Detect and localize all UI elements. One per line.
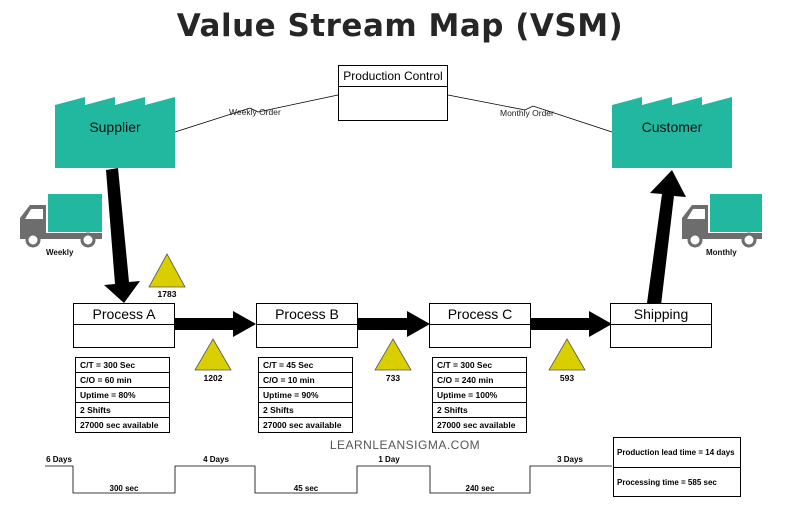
data-box-b: C/T = 45 Sec C/O = 10 min Uptime = 90% 2… [258, 357, 353, 433]
process-box-a: Process A [73, 303, 175, 348]
timeline-wait-time: 1 Day [378, 455, 400, 464]
production-control-box: Production Control [338, 65, 448, 121]
production-lead-time: Production lead time = 14 days [614, 438, 740, 468]
inventory-triangle-ab [194, 338, 232, 371]
inventory-triangle-bc [374, 338, 412, 371]
page-title: Value Stream Map (VSM) [176, 8, 624, 44]
timeline-process-time: 240 sec [465, 484, 495, 493]
shipping-label: Shipping [611, 304, 711, 325]
weekly-order-label: Weekly Order [229, 107, 281, 117]
data-row: 2 Shifts [259, 403, 352, 418]
watermark-text: LEARNLEANSIGMA.COM [329, 438, 481, 452]
data-row: Uptime = 100% [433, 388, 526, 403]
customer-truck-icon [682, 194, 762, 248]
data-row: 27000 sec available [80, 420, 159, 430]
processing-time: Processing time = 585 sec [617, 478, 717, 487]
data-row: C/T = 45 Sec [259, 358, 352, 373]
customer-label: Customer [641, 119, 703, 135]
data-row: C/O = 60 min [76, 373, 169, 388]
push-arrow-a-b [175, 311, 256, 337]
data-row: C/T = 300 Sec [433, 358, 526, 373]
process-box-b: Process B [256, 303, 358, 348]
data-row: 2 Shifts [76, 403, 169, 418]
shipping-box: Shipping [610, 303, 712, 348]
inventory-ab-label: 1202 [203, 373, 223, 383]
production-control-label: Production Control [339, 66, 447, 87]
process-name: Process C [430, 304, 530, 325]
timeline-process-time: 45 sec [293, 484, 319, 493]
weekly-order-line [174, 94, 339, 133]
data-row: C/O = 10 min [259, 373, 352, 388]
supplier-truck-icon [20, 194, 102, 248]
data-row: C/O = 240 min [433, 373, 526, 388]
supplier-label: Supplier [89, 119, 141, 135]
lead-time-summary-box: Production lead time = 14 days Processin… [613, 437, 741, 497]
supplier-frequency-label: Weekly [46, 248, 74, 257]
inventory-raw-label: 1783 [157, 289, 177, 299]
inventory-triangle-cs [548, 338, 586, 371]
customer-delivery-arrow [647, 170, 686, 305]
customer-frequency-label: Monthly [706, 248, 737, 257]
data-row: 27000 sec available [263, 420, 342, 430]
monthly-order-label: Monthly Order [500, 108, 554, 118]
customer-factory-icon [612, 97, 732, 168]
push-arrow-b-c [357, 311, 430, 337]
supplier-factory-icon [55, 97, 175, 168]
data-row: 27000 sec available [437, 420, 516, 430]
process-box-c: Process C [429, 303, 531, 348]
monthly-order-line [447, 94, 613, 133]
supplier-delivery-arrow [104, 168, 140, 303]
timeline-wait-time: 3 Days [557, 455, 583, 464]
timeline-process-time: 300 sec [109, 484, 139, 493]
timeline-wait-time: 4 Days [203, 455, 229, 464]
push-arrow-c-shipping [530, 311, 612, 337]
data-row: 2 Shifts [433, 403, 526, 418]
data-row: C/T = 300 Sec [76, 358, 169, 373]
process-name: Process B [257, 304, 357, 325]
inventory-bc-label: 733 [385, 373, 401, 383]
process-name: Process A [74, 304, 174, 325]
data-box-a: C/T = 300 Sec C/O = 60 min Uptime = 80% … [75, 357, 170, 433]
data-row: Uptime = 90% [259, 388, 352, 403]
timeline-ladder [45, 465, 612, 494]
timeline-wait-time: 6 Days [46, 455, 72, 464]
data-row: Uptime = 80% [76, 388, 169, 403]
inventory-triangle-raw [148, 253, 186, 288]
data-box-c: C/T = 300 Sec C/O = 240 min Uptime = 100… [432, 357, 527, 433]
inventory-cs-label: 593 [559, 373, 575, 383]
